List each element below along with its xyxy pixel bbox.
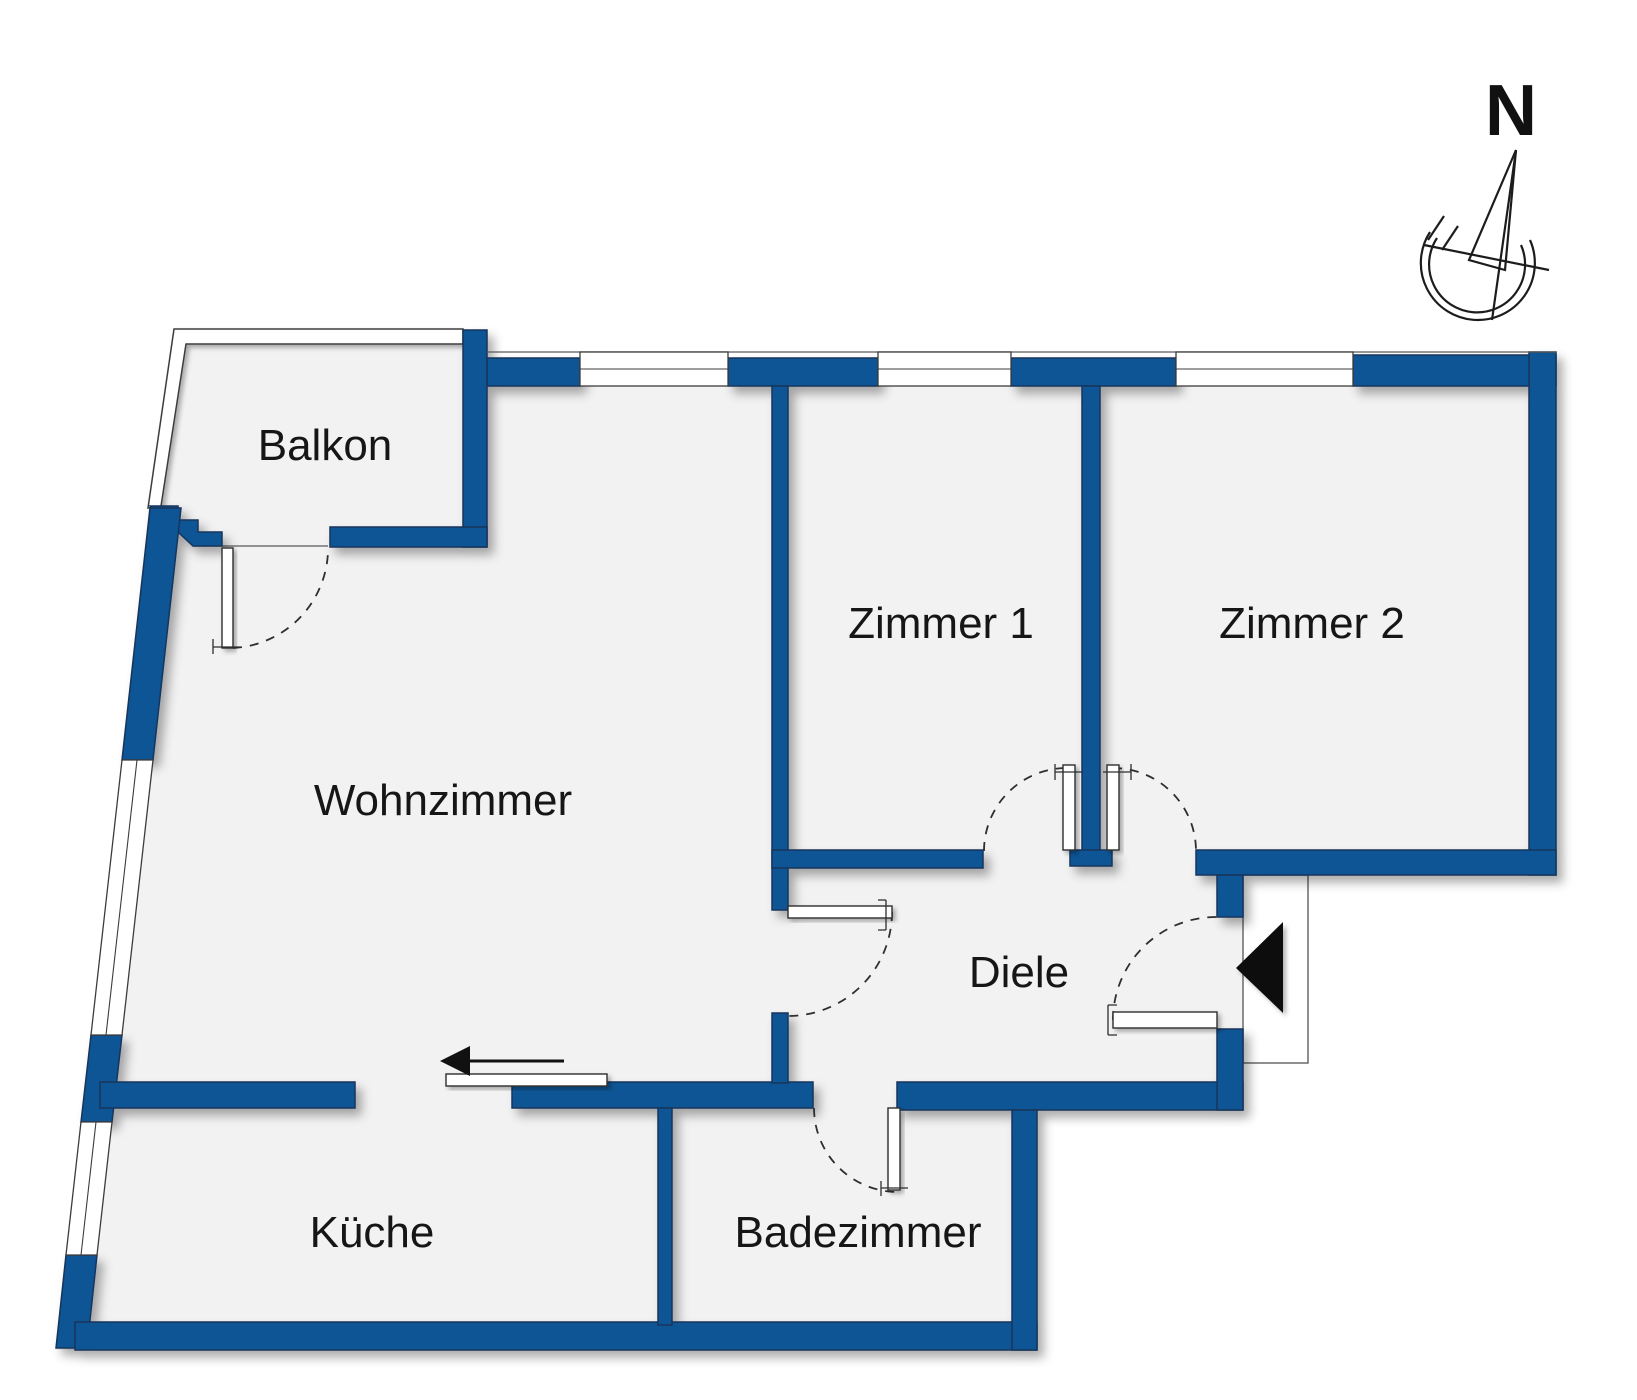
balcony-door-leaf [221, 547, 234, 649]
window-west-1-mullion [105, 759, 138, 1036]
east-wall [1528, 351, 1557, 876]
hall-south-wall-right [896, 1081, 1244, 1111]
kitchen-bath-divider [657, 1107, 673, 1326]
room-label-diele: Diele [969, 948, 1069, 997]
room-label-zimmer1: Zimmer 1 [848, 599, 1034, 648]
bathroom-door-arc [813, 1107, 899, 1193]
room-label-balkon: Balkon [258, 421, 393, 470]
balcony-door-handle [212, 639, 240, 654]
room-label-kueche: Küche [310, 1208, 435, 1257]
living-hall-divider-upper [771, 385, 789, 911]
room1-south-wall [771, 849, 984, 869]
room-label-badezimmer: Badezimmer [735, 1208, 982, 1257]
entrance-wall-lower [1216, 1028, 1244, 1111]
room2-door-leaf [1106, 764, 1120, 851]
entrance-door-arc [1112, 916, 1218, 1021]
balcony-south-wall [329, 526, 488, 548]
room-label-zimmer2: Zimmer 2 [1219, 599, 1405, 648]
room2-south-wall [1195, 849, 1557, 876]
balcony-floor [161, 345, 463, 545]
entrance-wall-stub [1216, 874, 1244, 918]
living-door-leaf [787, 905, 893, 919]
north-wall-pier-2 [727, 357, 879, 387]
kitchen-sliding-door-panel [445, 1073, 608, 1087]
bathroom-door-handle [880, 1181, 908, 1196]
kitchen-north-wall [99, 1081, 356, 1109]
bathroom-east-wall [1011, 1109, 1038, 1351]
sliding-direction-arrow-icon [440, 1046, 564, 1076]
window-west-2-mullion [80, 1121, 97, 1256]
north-wall-pier-4 [1352, 354, 1557, 387]
entrance-door-handle [1107, 1004, 1117, 1036]
top-wall-outer-strip [487, 349, 1556, 358]
room1-room2-divider-foot [1069, 849, 1113, 867]
living-door-arc [788, 911, 893, 1017]
balcony-east-wall [462, 329, 488, 548]
compass-north-label: N [1485, 71, 1537, 151]
balcony-door-arc [232, 550, 329, 649]
room-label-wohnzimmer: Wohnzimmer [314, 776, 572, 825]
entrance-arrow-icon [1236, 922, 1283, 1013]
entrance-door-leaf [1112, 1011, 1218, 1029]
walls [55, 329, 1557, 1351]
living-door-handle [878, 899, 887, 931]
compass-rose-icon [1419, 149, 1550, 322]
symbols: N [440, 71, 1550, 1076]
bathroom-door-leaf [887, 1107, 901, 1191]
room1-room2-divider [1081, 385, 1101, 852]
south-wall [74, 1321, 1038, 1351]
north-wall-pier-3 [1010, 357, 1177, 387]
room1-door-leaf [1062, 764, 1076, 851]
windows [65, 351, 1354, 1256]
doors [212, 547, 1218, 1196]
room2-door-handle [1103, 764, 1132, 780]
north-wall-pier-1 [486, 357, 581, 387]
room-labels: Balkon Wohnzimmer Zimmer 1 Zimmer 2 Diel… [258, 421, 1405, 1257]
living-hall-divider-stub [771, 1012, 789, 1084]
room1-door-handle [1054, 764, 1083, 780]
